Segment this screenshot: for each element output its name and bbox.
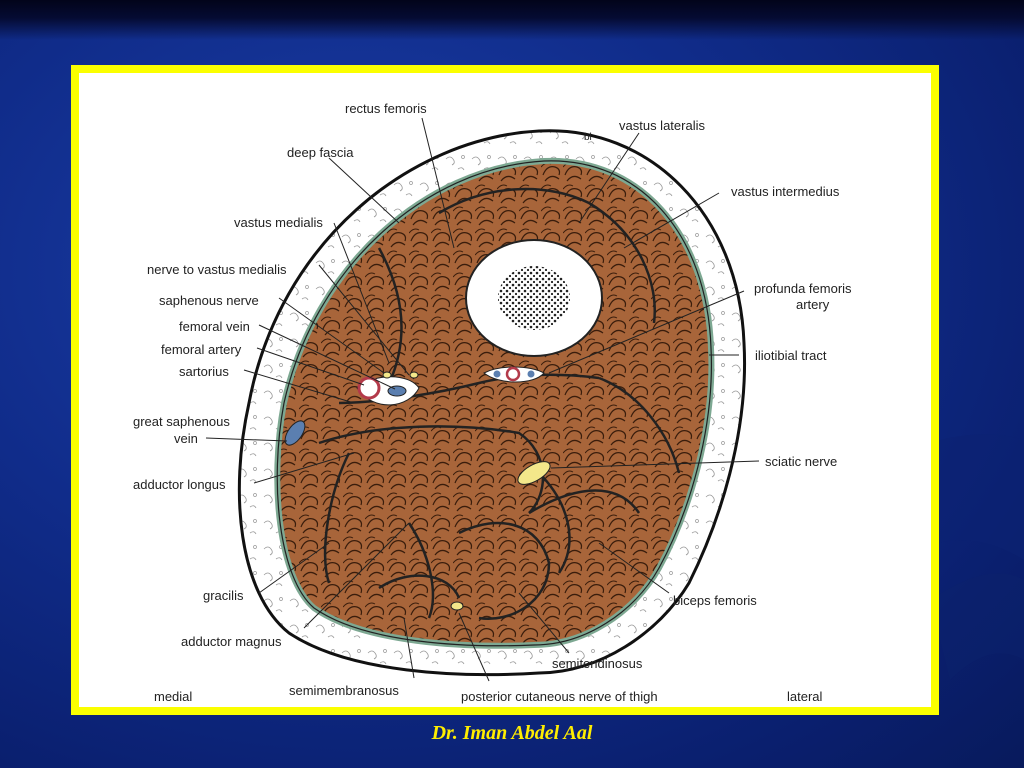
author-credit: Dr. Iman Abdel Aal [431, 722, 593, 744]
label-medial: medial [154, 689, 192, 704]
label-iliotibial-tract: iliotibial tract [755, 348, 827, 363]
label-profunda-femoris-line1: profunda femoris [754, 281, 852, 296]
label-rectus-femoris: rectus femoris [345, 101, 427, 116]
label-deep-fascia: deep fascia [287, 145, 354, 160]
label-nerve-to-vastus-medialis: nerve to vastus medialis [147, 262, 287, 277]
label-vastus-lateralis: vastus lateralis [619, 118, 705, 133]
label-biceps-femoris: biceps femoris [673, 593, 757, 608]
label-femoral-vein: femoral vein [179, 319, 250, 334]
slide-image-frame: rectus femoris vastus lateralis bl deep … [71, 65, 939, 715]
femur [465, 239, 603, 357]
thigh-cross-section-diagram: rectus femoris vastus lateralis bl deep … [133, 101, 852, 704]
label-adductor-longus: adductor longus [133, 477, 226, 492]
muscle-outlines [318, 187, 681, 620]
top-dark-band [0, 0, 1024, 40]
label-profunda-femoris-line2: artery [796, 297, 830, 312]
label-artist-mark: bl [584, 132, 592, 143]
label-great-saphenous-line2: vein [174, 431, 198, 446]
label-lateral: lateral [787, 689, 823, 704]
label-semimembranosus: semimembranosus [289, 683, 399, 698]
label-vastus-intermedius: vastus intermedius [731, 184, 840, 199]
label-sartorius: sartorius [179, 364, 229, 379]
label-semitendinosus: semitendinosus [552, 656, 643, 671]
label-great-saphenous-line1: great saphenous [133, 414, 230, 429]
label-saphenous-nerve: saphenous nerve [159, 293, 259, 308]
label-gracilis: gracilis [203, 588, 244, 603]
label-vastus-medialis: vastus medialis [234, 215, 323, 230]
label-posterior-cutaneous-nerve: posterior cutaneous nerve of thigh [461, 689, 658, 704]
label-sciatic-nerve: sciatic nerve [765, 454, 837, 469]
deep-fascia-ring [274, 157, 715, 649]
leader-lines [205, 117, 760, 682]
vessels-and-nerves [284, 366, 551, 611]
diagram-panel: rectus femoris vastus lateralis bl deep … [79, 73, 931, 707]
label-adductor-magnus: adductor magnus [181, 634, 282, 649]
label-femoral-artery: femoral artery [161, 342, 242, 357]
labels: rectus femoris vastus lateralis bl deep … [133, 101, 852, 704]
